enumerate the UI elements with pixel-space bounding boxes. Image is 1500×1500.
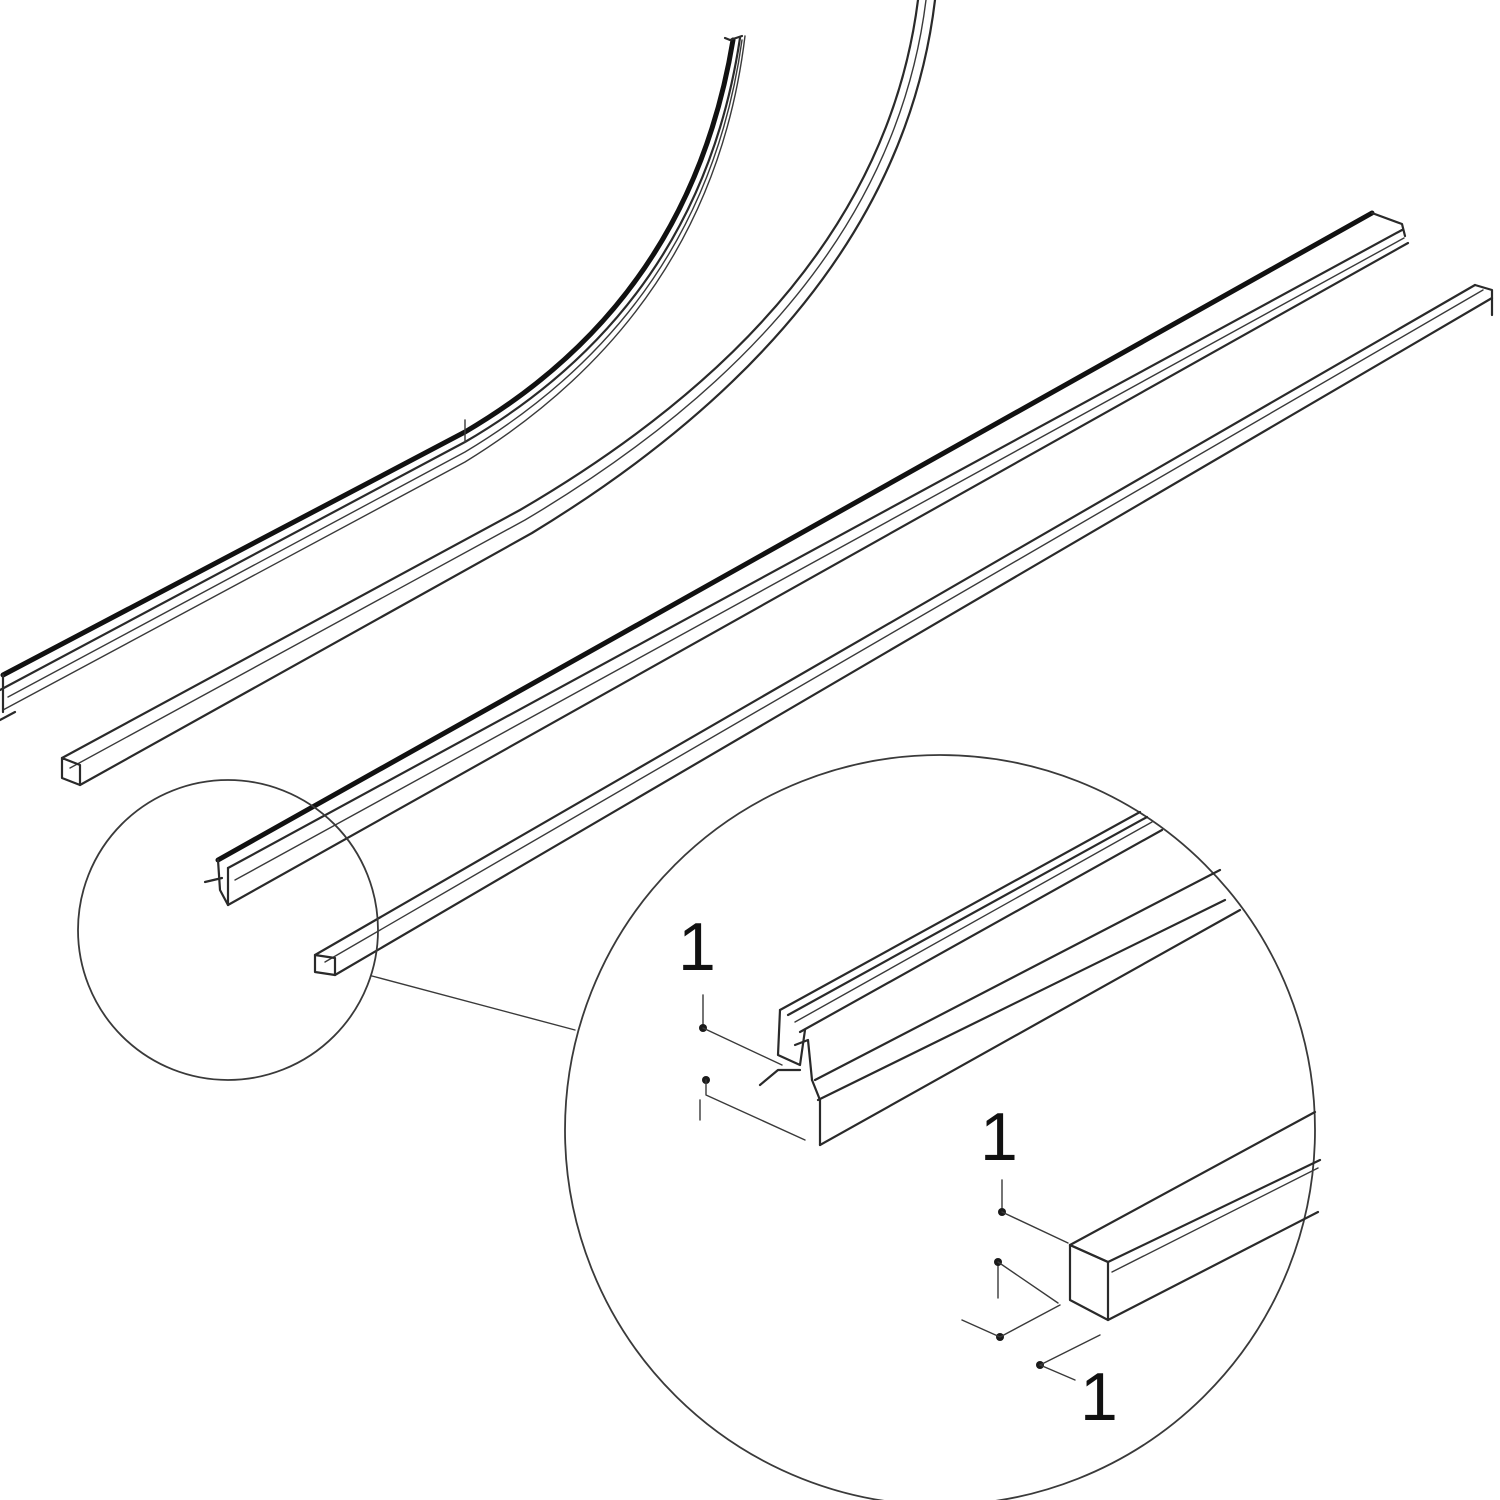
curved-profile-square <box>60 0 937 787</box>
magnified-detail: 1 1 1 1 <box>564 754 1322 1500</box>
callout-label-square-top: 1 <box>980 1099 1018 1175</box>
detail-marker <box>77 779 576 1081</box>
magnified-profile-lipped <box>758 810 1242 1147</box>
straight-profile-square <box>313 283 1494 977</box>
dimension-callouts: 1 1 1 1 <box>678 909 1118 1435</box>
callout-label-upper: 1 <box>678 909 716 985</box>
straight-profile-lipped <box>203 210 1410 907</box>
curved-profile-lipped <box>0 34 746 722</box>
magnified-profile-square <box>1068 1110 1322 1322</box>
callout-label-square-side: 1 <box>1080 1359 1118 1435</box>
